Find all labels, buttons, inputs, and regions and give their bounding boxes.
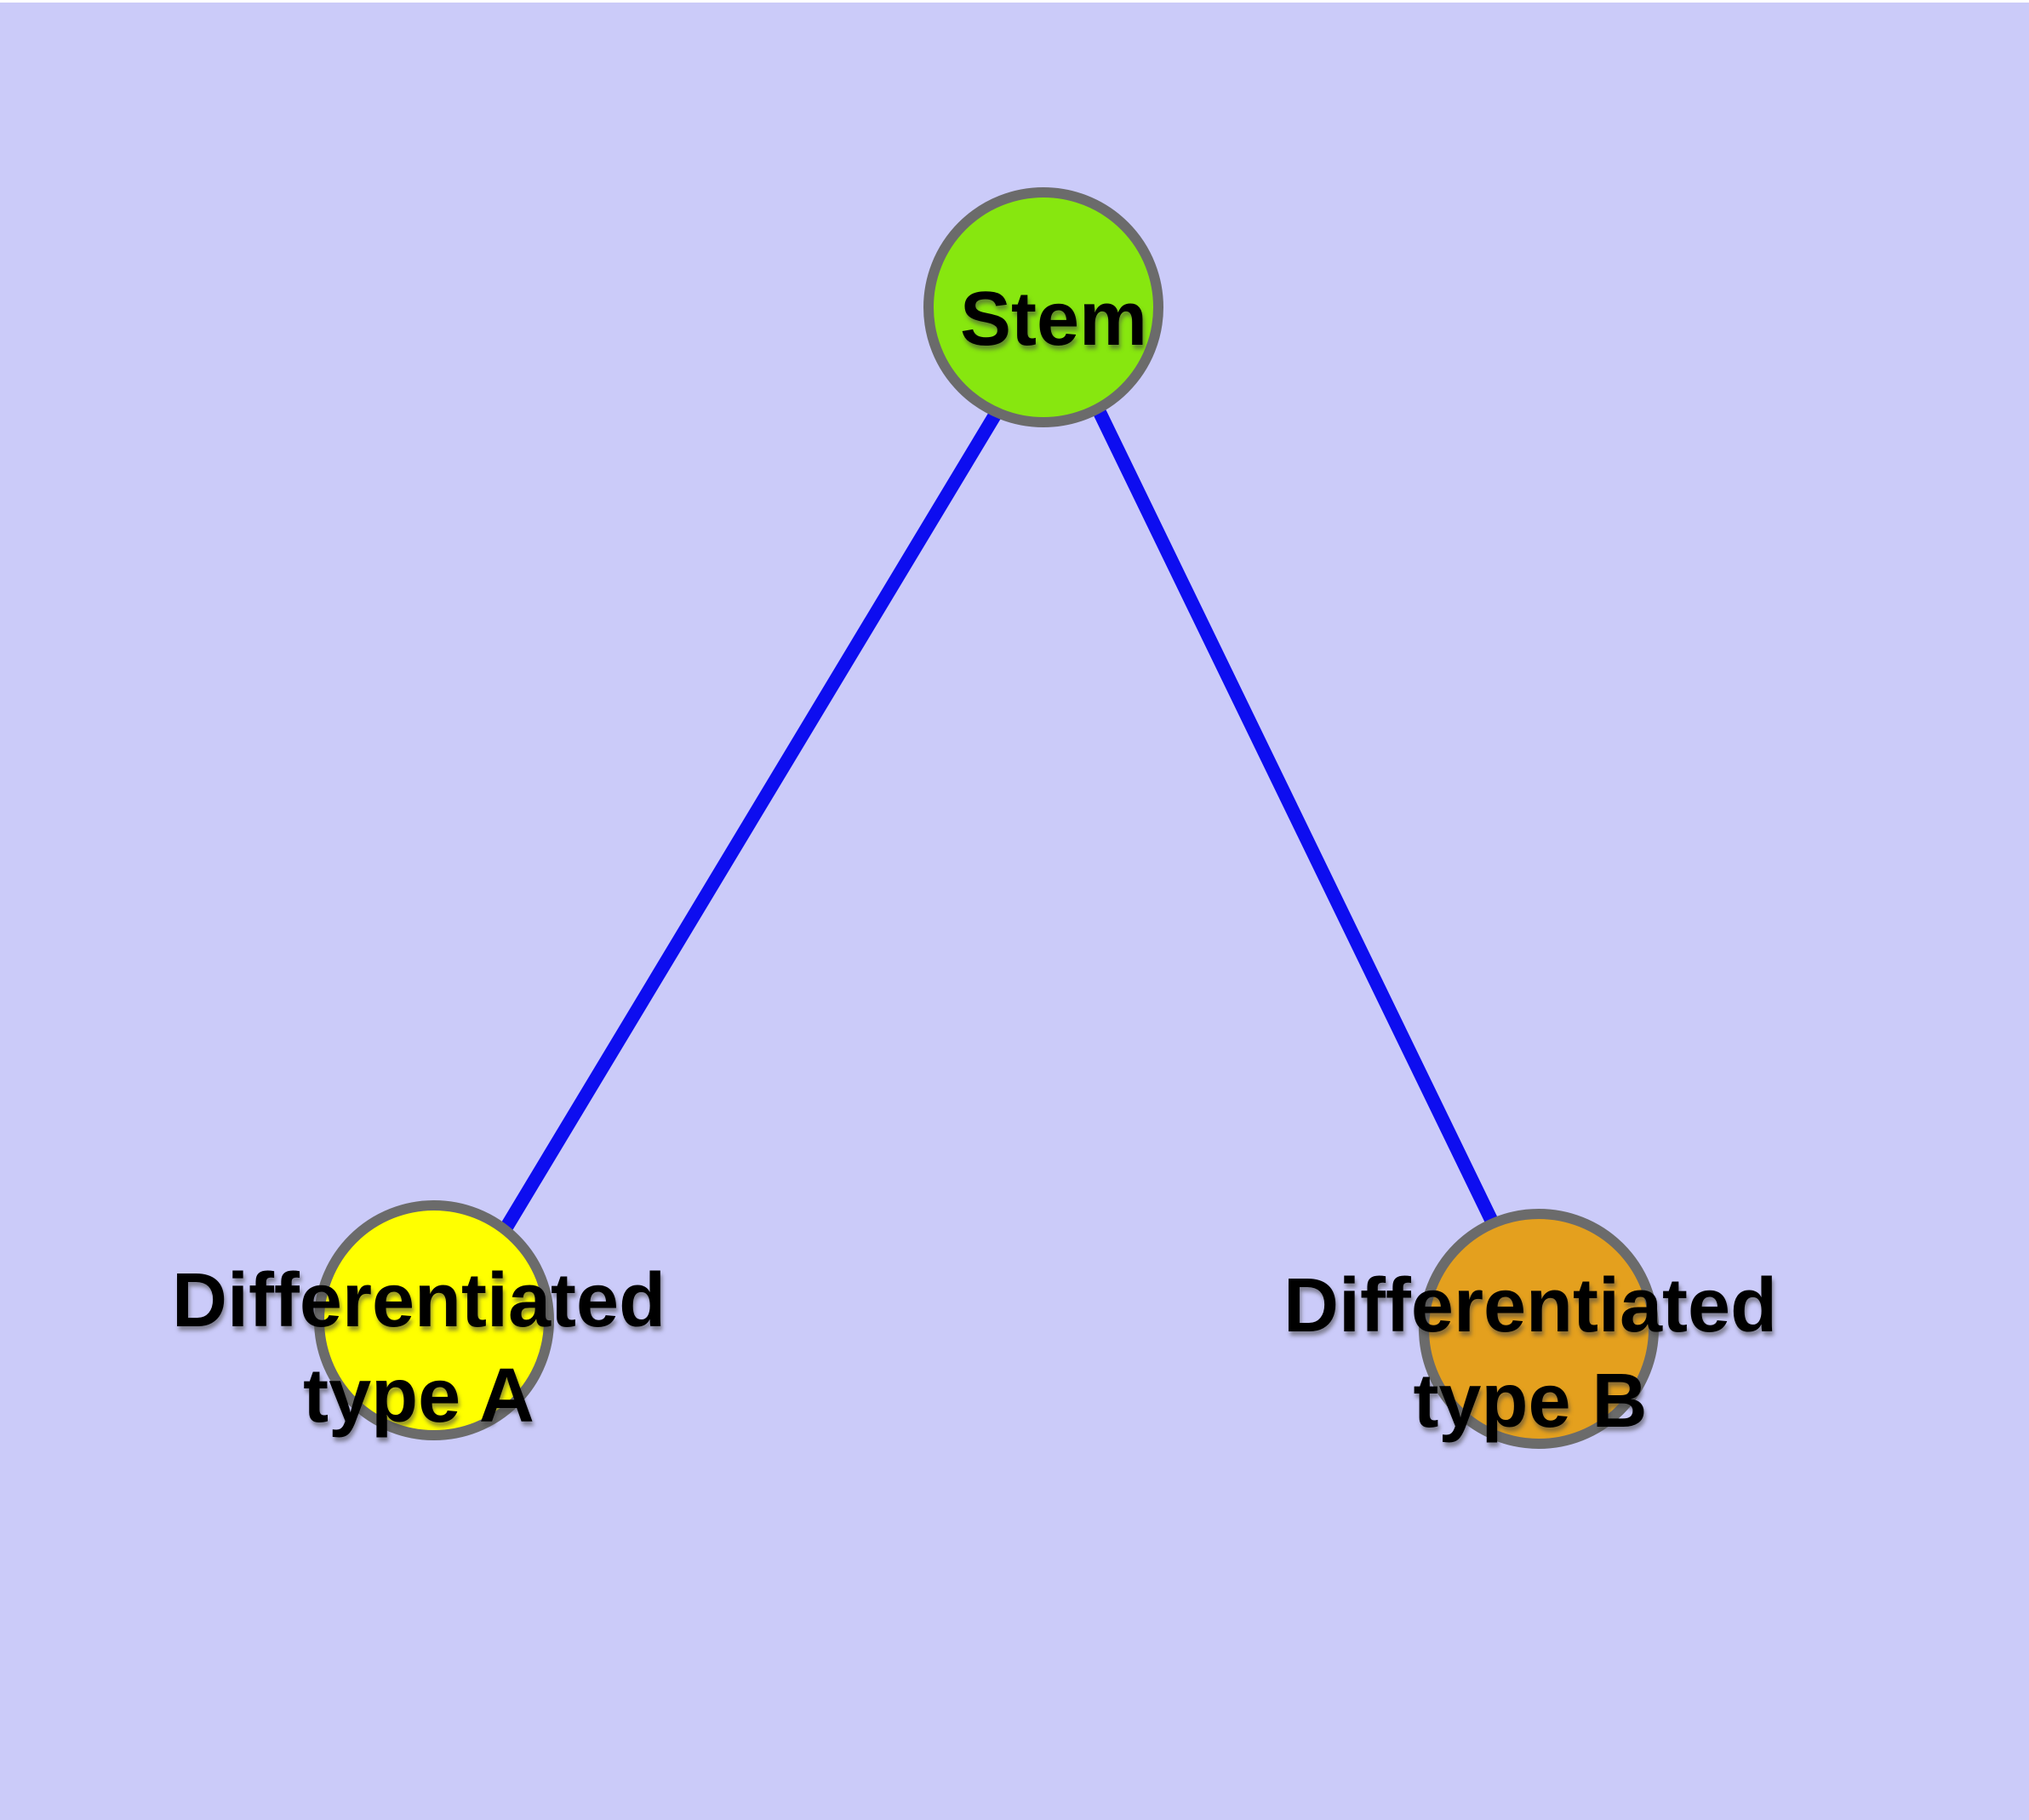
node-differentiated-type-b[interactable] [1419, 1209, 1659, 1449]
edge-stem-to-type-a [438, 313, 1060, 1335]
node-stem[interactable] [923, 187, 1163, 427]
node-differentiated-type-a[interactable] [314, 1200, 554, 1440]
top-edge-strip [0, 0, 2029, 3]
edge-stem-to-type-b [1047, 314, 1556, 1342]
